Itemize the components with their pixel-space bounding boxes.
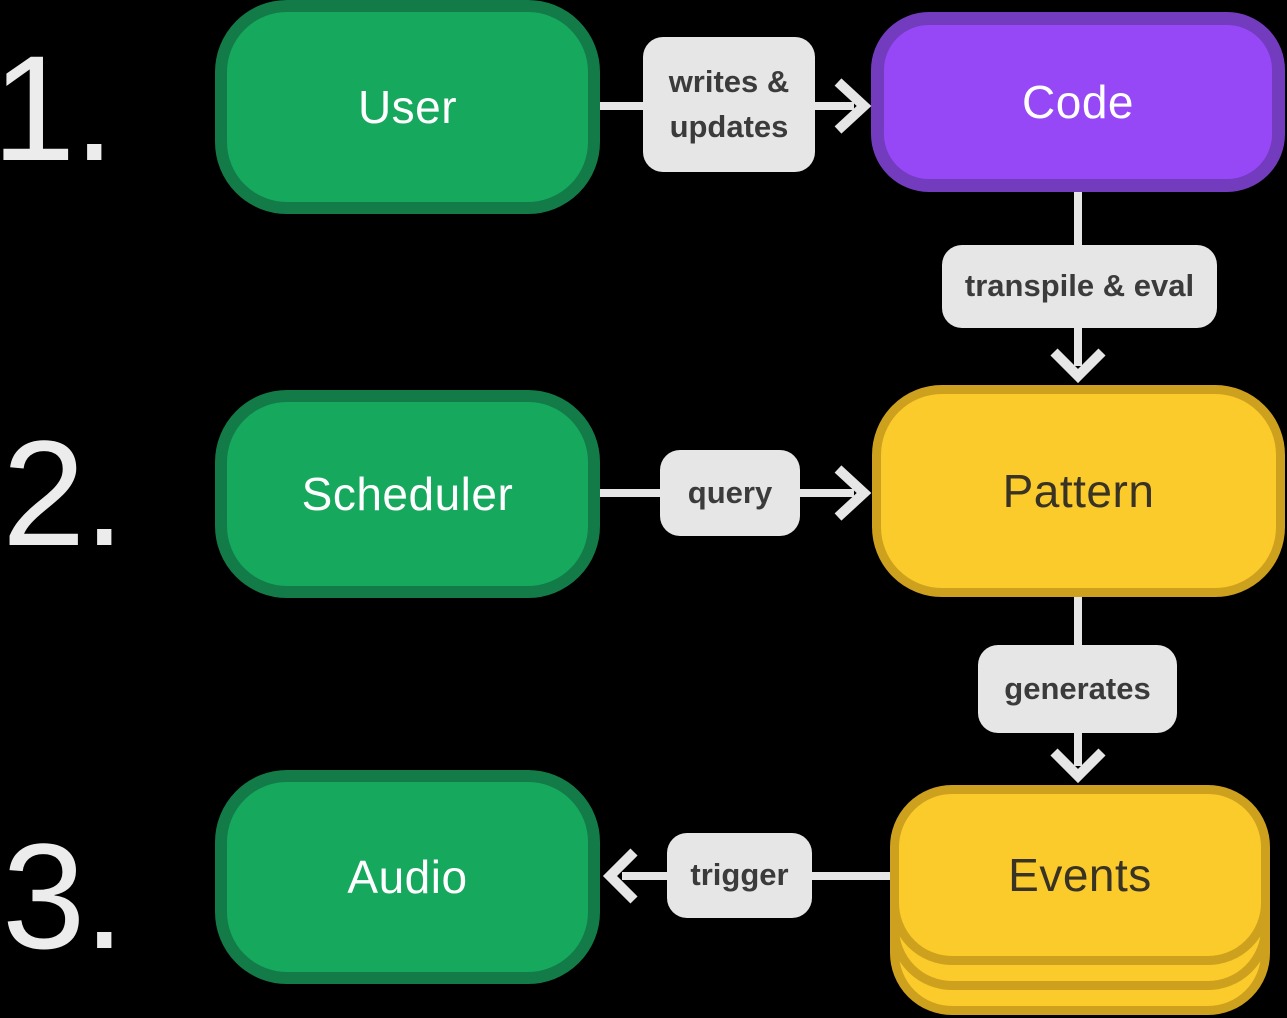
edge-label-trigger: trigger (667, 833, 812, 918)
node-code: Code (871, 12, 1285, 192)
node-pattern-label: Pattern (1002, 465, 1155, 517)
arrow-events-to-audio (602, 848, 890, 904)
node-events-label: Events (1008, 849, 1152, 901)
arrow-scheduler-to-pattern (600, 465, 872, 521)
arrow-user-to-code (600, 78, 872, 134)
step-number-2: 2. (2, 409, 125, 577)
node-scheduler: Scheduler (215, 390, 600, 598)
node-user: User (215, 0, 600, 214)
step-number-1: 1. (0, 24, 115, 192)
node-user-label: User (357, 81, 458, 133)
step-number-3: 3. (2, 812, 125, 980)
edge-label-writes-updates: writes & updates (643, 37, 815, 172)
edge-label-generates: generates (978, 645, 1177, 733)
edge-label-transpile-eval: transpile & eval (942, 245, 1217, 328)
arrow-code-to-pattern (1050, 192, 1106, 384)
edge-label-query: query (660, 450, 800, 536)
node-pattern: Pattern (872, 385, 1285, 597)
node-audio-label: Audio (347, 851, 468, 903)
node-events: Events (890, 785, 1270, 965)
node-scheduler-label: Scheduler (301, 468, 514, 520)
arrow-pattern-to-events (1050, 597, 1106, 784)
node-audio: Audio (215, 770, 600, 984)
node-code-label: Code (1022, 76, 1134, 128)
